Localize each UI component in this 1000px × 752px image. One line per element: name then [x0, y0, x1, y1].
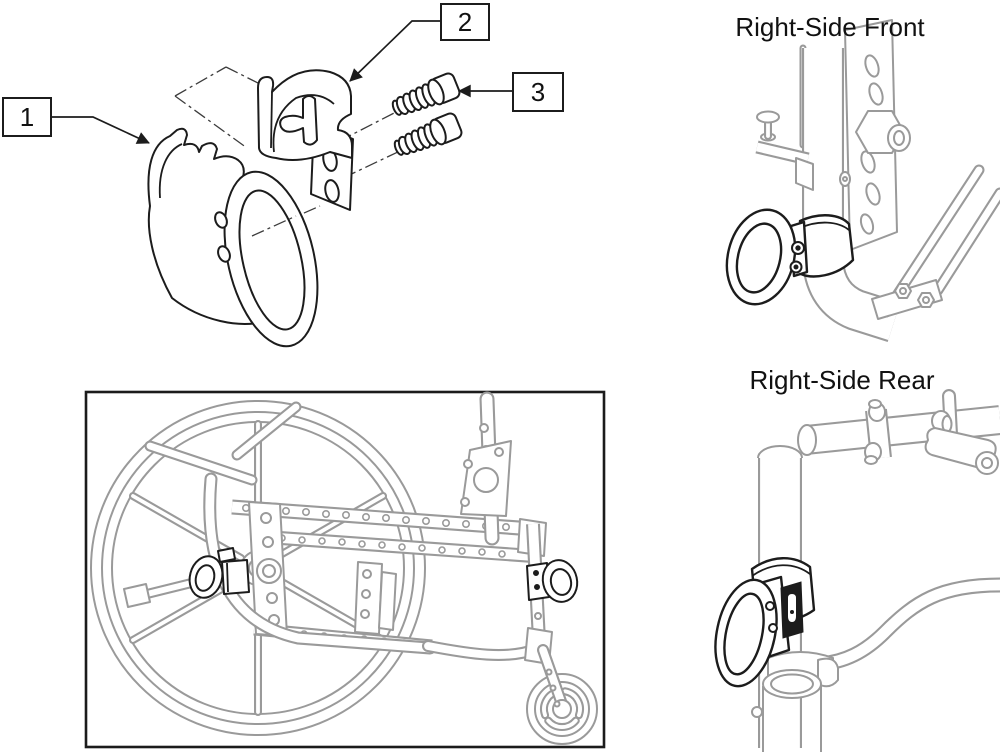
part-3-screws — [387, 70, 465, 163]
installed-front-tie-down — [526, 559, 579, 603]
exploded-view — [50, 20, 512, 348]
rear-view-illustration — [714, 389, 1000, 752]
armrest-tube — [146, 442, 256, 484]
front-view-title: Right-Side Front — [735, 12, 925, 42]
caster-wheel — [526, 644, 598, 745]
tie-down-loop-inner — [549, 568, 573, 596]
keyhole-slot — [788, 594, 796, 622]
clamp-band — [798, 214, 855, 278]
phantom-lines — [174, 66, 403, 243]
callout-2: 2 — [440, 3, 490, 41]
rear-frame-gray — [751, 389, 1000, 752]
callout-2-number: 2 — [457, 6, 473, 37]
lower-seat-tube — [812, 577, 1000, 672]
seat-rail-tube — [804, 407, 1000, 453]
front-view-illustration — [725, 19, 1000, 343]
callout-1: 1 — [2, 97, 52, 137]
tie-down-loop-inner — [735, 222, 783, 294]
clamp-block — [221, 559, 250, 595]
tie-down-loop-inner — [194, 564, 216, 592]
rear-view-title: Right-Side Rear — [749, 365, 935, 395]
bracket-hole — [768, 623, 778, 633]
axle-clamp-block — [871, 279, 943, 320]
lower-seat-tube — [814, 579, 1000, 670]
loop-inner — [238, 189, 306, 331]
pin-knob — [756, 110, 780, 124]
callout-3: 3 — [512, 72, 564, 112]
latch-arm — [755, 142, 810, 164]
callout-3-number: 3 — [530, 76, 546, 107]
callout-leader-lines — [50, 20, 512, 144]
front-tie-down-assembly — [725, 208, 855, 306]
cane-dome-cap — [757, 445, 803, 459]
part-1-tie-down-clamp — [147, 127, 319, 348]
tie-down-loop-inner — [723, 592, 765, 676]
backrest-rigidizer-tube — [233, 403, 300, 459]
callout-1-number: 1 — [19, 101, 35, 132]
part-2-clamp-half — [257, 69, 354, 211]
installed-rear-tie-down — [188, 547, 250, 599]
bracket-hole — [765, 601, 775, 611]
front-frame-tube-2 — [934, 189, 1000, 294]
rear-tie-down-assembly — [714, 557, 816, 688]
installed-view-box — [84, 390, 606, 749]
